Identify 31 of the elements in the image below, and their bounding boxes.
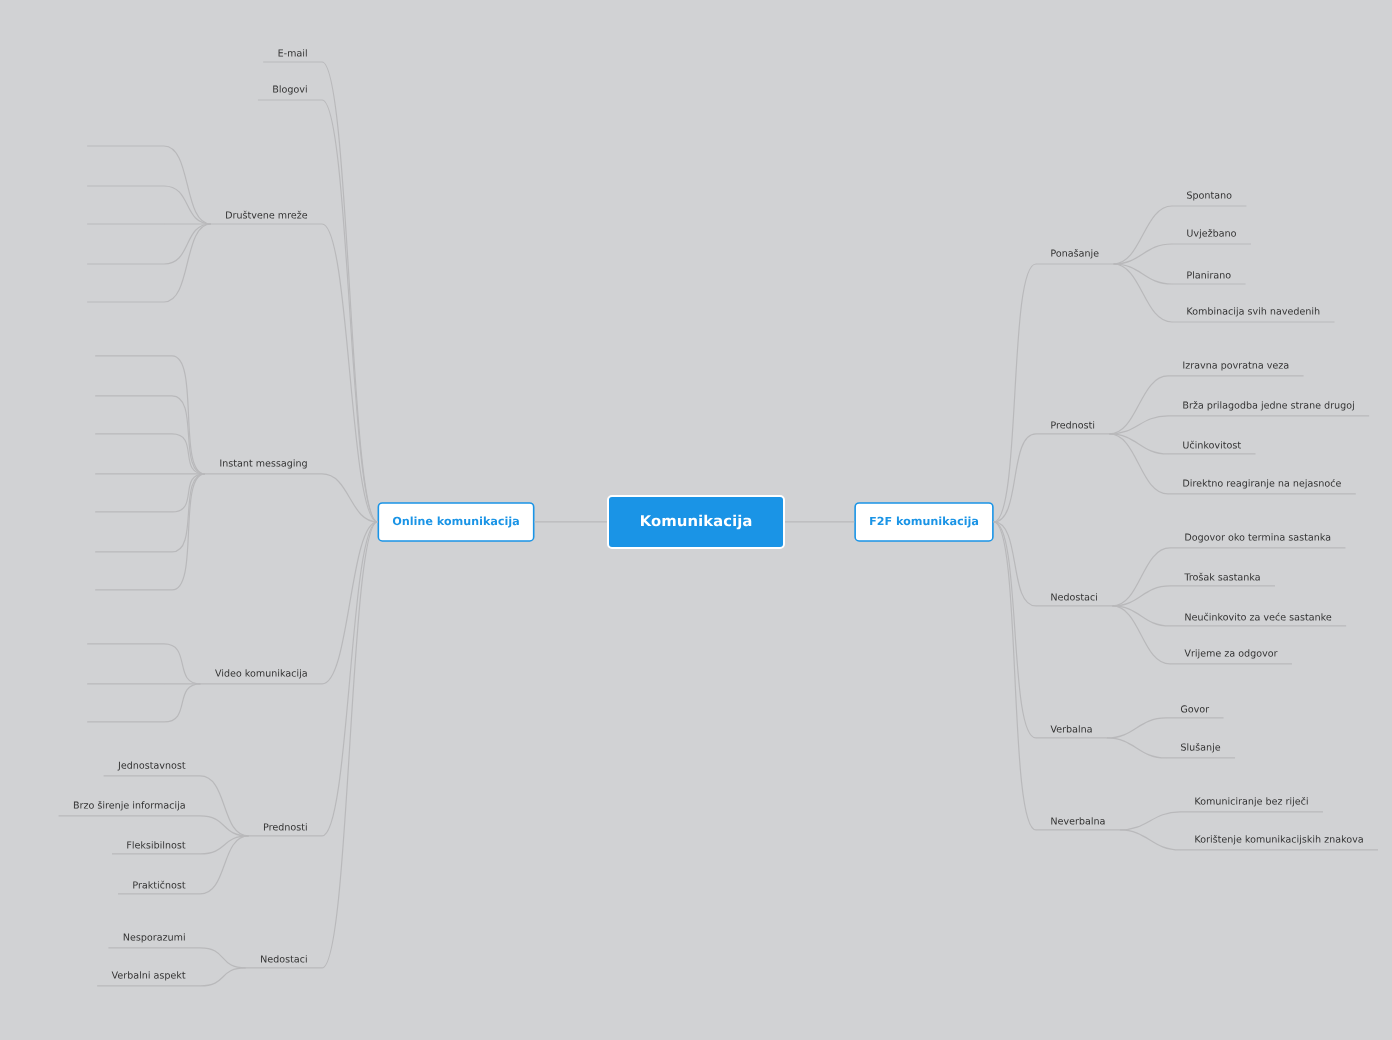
connector-line [1112,263,1173,323]
connector-line [163,683,202,723]
connector-line [171,355,206,475]
connector-line [163,145,212,225]
connector-line [1119,811,1181,831]
connector-line [171,473,206,513]
connector-line [1108,433,1169,495]
connector-line [1106,717,1167,739]
connector-line [321,521,379,685]
connector-line [199,835,250,895]
connector-line [199,947,247,969]
connector-line [163,223,212,303]
connector-line [163,223,212,265]
connector-line [199,967,247,987]
connector-line [1112,205,1173,265]
connector-line [1108,375,1169,435]
connector-line [321,521,379,969]
connector-line [993,521,1037,831]
connector-line [993,521,1037,739]
connector-line [199,775,250,837]
connector-line [993,263,1037,523]
connector-line [1106,737,1167,759]
connector-line [993,433,1037,523]
connector-line [321,473,379,523]
connector-line [321,521,379,837]
connector-line [171,473,206,591]
connector-line [1111,605,1171,665]
connector-line [1111,547,1171,607]
connector-line [1119,829,1181,851]
connector-line [993,521,1037,607]
connector-line [321,223,379,523]
